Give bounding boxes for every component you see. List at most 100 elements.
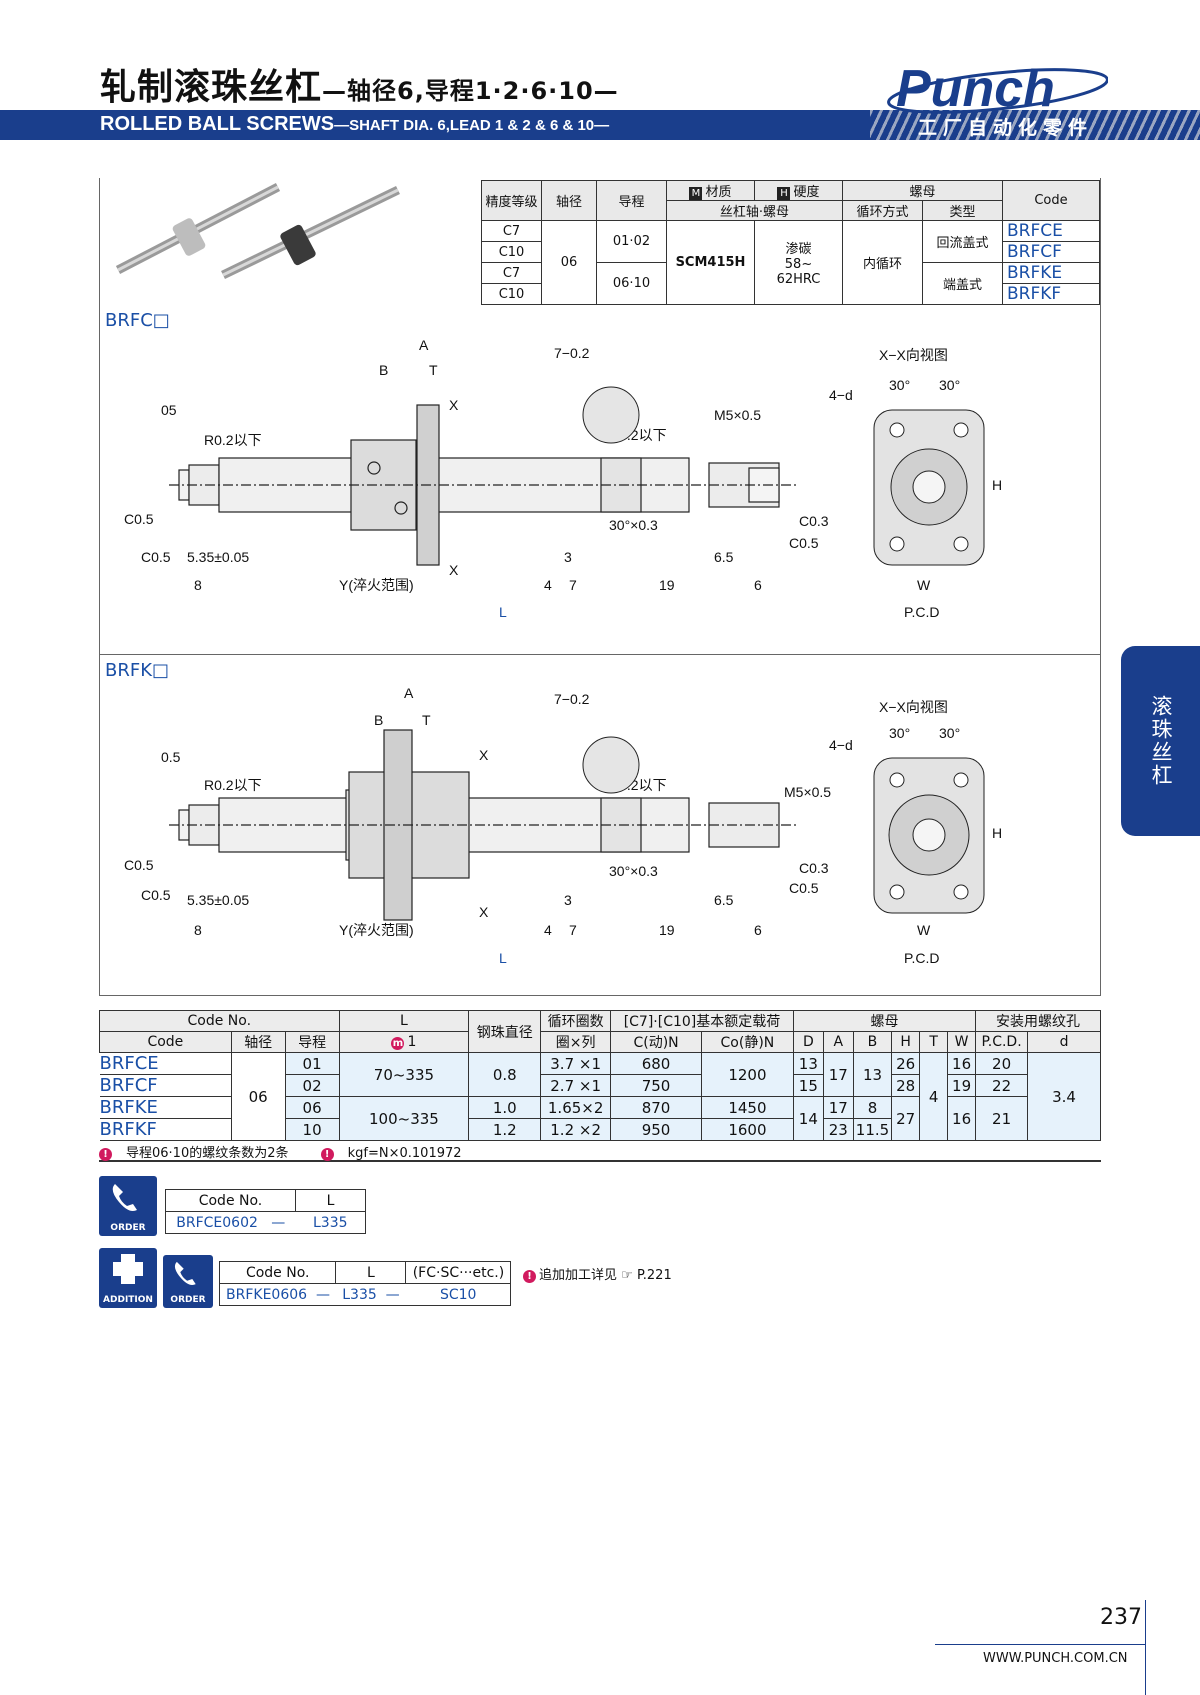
code-cell[interactable]: BRFKE xyxy=(99,1096,232,1119)
th-A: A xyxy=(822,1031,854,1053)
dim-B: B xyxy=(379,362,388,378)
ball-cell: 1.2 xyxy=(468,1118,542,1141)
th-d: d xyxy=(1027,1031,1101,1053)
th-turns: 循环圈数 xyxy=(540,1010,612,1032)
footer-vline xyxy=(1145,1600,1146,1695)
W-cell: 16 xyxy=(947,1052,977,1075)
th-lead: 导程 xyxy=(284,1031,340,1053)
th-load: [C7]·[C10]基本额定载荷 xyxy=(610,1010,794,1032)
category-tab[interactable]: 滚珠丝杠 xyxy=(1121,646,1200,836)
T-cell: 4 xyxy=(919,1052,949,1141)
th-shaft: 轴径 xyxy=(541,180,597,221)
order-table: Code No.L BRFCE0602 —L335 xyxy=(165,1189,366,1234)
fig2-label: BRFK□ xyxy=(105,660,170,681)
addition-icon: ADDITION xyxy=(99,1248,157,1308)
dim2-A: A xyxy=(404,685,414,701)
pcd-cell: 21 xyxy=(975,1096,1029,1141)
code-cell[interactable]: BRFCE xyxy=(99,1052,232,1075)
th-material-text: 材质 xyxy=(705,185,732,200)
H-cell: 28 xyxy=(891,1074,921,1097)
A-cell: 17 xyxy=(822,1052,854,1097)
dim-Y: Y(淬火范围) xyxy=(339,577,414,593)
page-title: 轧制滚珠丝杠—轴径6,导程1·2·6·10— xyxy=(100,58,619,110)
dim2-535: 5.35±0.05 xyxy=(187,892,249,908)
c-cell: 870 xyxy=(610,1096,702,1119)
logo-text: Punch xyxy=(896,60,1055,118)
title-en-main: ROLLED BALL SCREWS xyxy=(100,113,335,135)
hardness-line-1: 渗碳 xyxy=(785,242,812,257)
order-L: L335 xyxy=(295,1211,366,1234)
dims-brfc: A B T X X 7−0.2 M5×0.5 R0.2以下 R0.2以下 05 … xyxy=(124,337,1002,620)
th-circulation: 循环方式 xyxy=(842,200,923,221)
note-2: !kgf=N×0.101972 xyxy=(320,1146,476,1161)
H-cell: 27 xyxy=(891,1096,921,1141)
plus-icon xyxy=(113,1254,143,1284)
dim2-T: T xyxy=(422,712,431,728)
view-label: X−X向视图 xyxy=(879,347,948,363)
dim2-c05-r: C0.5 xyxy=(789,880,819,896)
dim-T: T xyxy=(429,362,438,378)
add-h-L: L xyxy=(335,1261,407,1284)
dim-65: 6.5 xyxy=(714,549,734,565)
dim-3: 3 xyxy=(564,549,572,565)
code-link-brfcf[interactable]: BRFCF xyxy=(1002,241,1100,263)
W-cell: 19 xyxy=(947,1074,977,1097)
shaft-cell: 06 xyxy=(541,220,597,305)
drawing-brfc: A B T X X 7−0.2 M5×0.5 R0.2以下 R0.2以下 05 … xyxy=(124,337,1002,620)
dim-W: W xyxy=(917,577,931,593)
shaft-cell: 06 xyxy=(230,1052,286,1141)
th-L-unit-text: 1 xyxy=(407,1034,417,1050)
addition-page-ref[interactable]: P.221 xyxy=(636,1268,672,1283)
th-mount: 安装用螺纹孔 xyxy=(975,1010,1101,1032)
warning-icon: ! xyxy=(99,1148,112,1161)
dim2-chamfer: 30°×0.3 xyxy=(609,863,658,879)
circulation-cell: 内循环 xyxy=(842,220,923,305)
order-icon-label: ORDER xyxy=(110,1223,146,1233)
B-cell: 13 xyxy=(852,1052,893,1097)
code-cell[interactable]: BRFCF xyxy=(99,1074,232,1097)
key-section xyxy=(582,386,640,444)
type-cell-a: 回流盖式 xyxy=(922,220,1003,263)
H-cell: 26 xyxy=(891,1052,921,1075)
main-spec-table: Code No. L 钢珠直径 循环圈数 [C7]·[C10]基本额定载荷 螺母… xyxy=(99,1010,1101,1141)
dim-19: 19 xyxy=(659,577,675,593)
footer-url[interactable]: WWW.PUNCH.COM.CN xyxy=(983,1651,1128,1666)
dim-r02-left: R0.2以下 xyxy=(204,432,262,448)
note-2-text: kgf=N×0.101972 xyxy=(347,1146,462,1161)
code-link-brfce[interactable]: BRFCE xyxy=(1002,220,1100,242)
code-link-brfke[interactable]: BRFKE xyxy=(1002,262,1100,284)
code-cell[interactable]: BRFKF xyxy=(99,1118,232,1141)
drawing-divider xyxy=(99,654,1101,655)
table-row: BRFCF 02 2.7 ×1 750 15 28 19 22 xyxy=(99,1074,1101,1097)
lead-cell: 02 xyxy=(284,1074,340,1097)
turns-cell: 1.65×2 xyxy=(540,1096,612,1119)
dim2-6: 6 xyxy=(754,922,762,938)
dim2-4d: 4−d xyxy=(829,737,853,753)
screw-image-2 xyxy=(221,185,400,280)
c-cell: 950 xyxy=(610,1118,702,1141)
warning-icon: ! xyxy=(523,1270,536,1283)
add-L-value: L335 xyxy=(342,1286,377,1303)
lead-cell-b: 06·10 xyxy=(596,262,667,305)
th-lead: 导程 xyxy=(596,180,667,221)
th-code: Code xyxy=(99,1031,232,1053)
th-co: Co(静)N xyxy=(700,1031,794,1053)
dim2-65: 6.5 xyxy=(714,892,734,908)
drawing-frame xyxy=(99,178,1101,996)
dim-A: A xyxy=(419,337,429,353)
hardness-line-3: 62HRC xyxy=(776,272,821,287)
phone-icon xyxy=(112,1184,137,1211)
add-code-value: BRFKE0606 xyxy=(226,1286,308,1303)
type-cell-b: 端盖式 xyxy=(922,262,1003,305)
th-turns-sub: 圈×列 xyxy=(540,1031,612,1053)
material-badge: M xyxy=(689,187,703,200)
add-h-code: Code No. xyxy=(218,1261,337,1284)
dim-c05-b: C0.5 xyxy=(141,549,171,565)
addition-note: !追加加工详见 ☞ P.221 xyxy=(523,1264,672,1283)
d-cell: 3.4 xyxy=(1027,1052,1101,1141)
code-link-brfkf[interactable]: BRFKF xyxy=(1002,283,1100,305)
co-cell: 1450 xyxy=(700,1096,794,1119)
header-stripes xyxy=(870,110,1200,140)
dim2-19: 19 xyxy=(659,922,675,938)
